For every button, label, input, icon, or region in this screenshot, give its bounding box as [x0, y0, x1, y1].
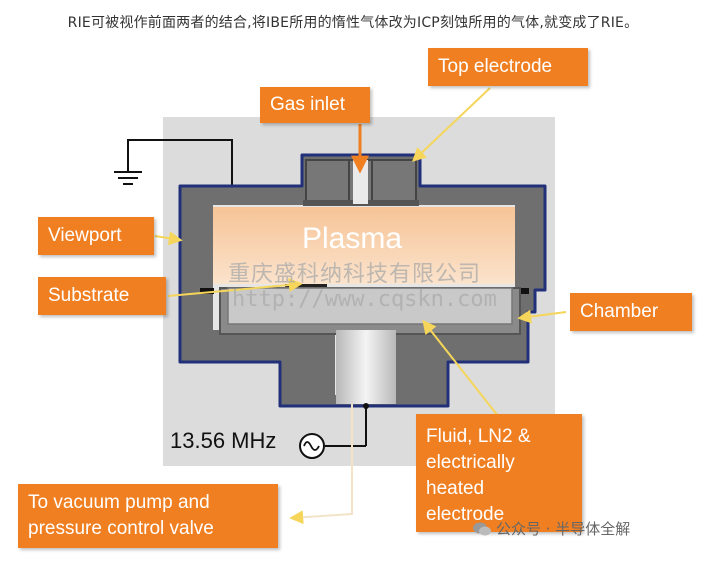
caption-text: RIE可被视作前面两者的结合,将IBE所用的惰性气体改为ICP刻蚀所用的气体,就… — [67, 15, 639, 31]
bottom-electrode-pedestal — [336, 330, 396, 404]
vacuum-arrow — [289, 404, 353, 525]
label-top-electrode: Top electrode — [428, 48, 588, 86]
viewport-slot-left — [200, 288, 214, 294]
credit-text: 公众号 · 半导体全解 — [496, 520, 631, 538]
label-gas-inlet: Gas inlet — [260, 87, 370, 123]
rf-frequency-label: 13.56 MHz — [170, 428, 277, 453]
plasma-label: Plasma — [302, 222, 403, 255]
label-viewport: Viewport — [38, 217, 154, 255]
fluid-arrow — [422, 319, 499, 417]
substrate — [285, 284, 327, 288]
watermark-url: http://www.cqskn.com — [232, 287, 497, 312]
credit: 公众号 · 半导体全解 — [472, 518, 630, 539]
chamber-arrow — [517, 309, 567, 324]
viewport-slot-right — [515, 288, 529, 294]
rf-node — [363, 403, 369, 409]
label-chamber: Chamber — [570, 293, 692, 331]
label-vacuum-pump: To vacuum pump and pressure control valv… — [18, 484, 278, 548]
viewport-arrow — [154, 231, 183, 246]
ground-wire — [127, 139, 233, 186]
substrate-arrow — [167, 278, 303, 297]
wechat-icon — [472, 521, 492, 537]
plasma-region — [213, 207, 515, 284]
bottom-electrode-top — [227, 287, 513, 325]
label-fluid-electrode: Fluid, LN2 & electrically heated electro… — [416, 414, 582, 532]
watermark-company: 重庆盛科纳科技有限公司 — [228, 262, 482, 287]
top-electrode-arrow — [411, 87, 491, 162]
label-substrate: Substrate — [38, 277, 166, 315]
